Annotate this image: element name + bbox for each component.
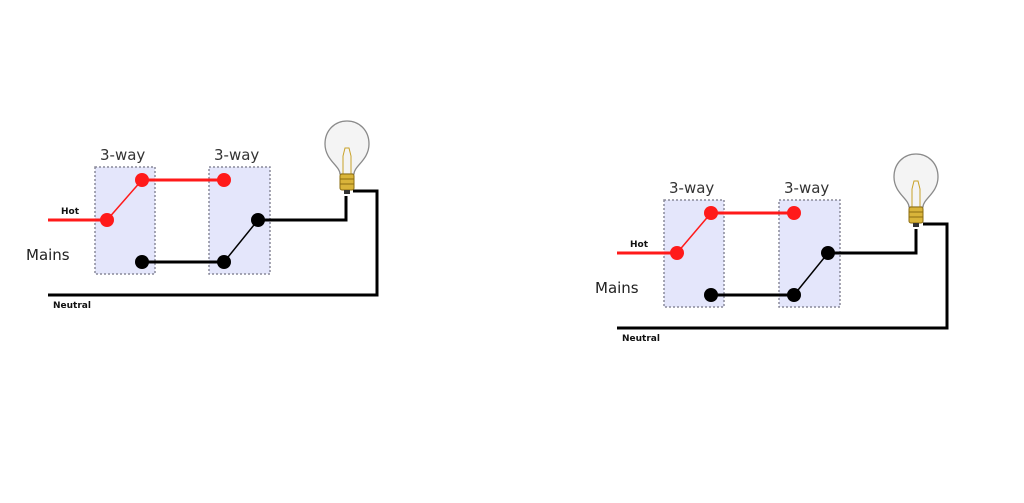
neutral-label: Neutral: [622, 334, 660, 344]
switch-left-lever: [676, 212, 712, 254]
terminal-right-common: [821, 246, 835, 260]
terminal-right-bottom: [217, 255, 231, 269]
terminal-hot-common: [100, 213, 114, 227]
neutral-wire: [617, 222, 949, 330]
mains-label: Mains: [595, 279, 639, 297]
light-bulb-icon: [324, 120, 370, 194]
light-bulb-icon: [893, 153, 939, 227]
switch-right-label: 3-way: [214, 146, 259, 164]
terminal-left-bottom: [704, 288, 718, 302]
terminal-right-top: [787, 206, 801, 220]
neutral-wire: [48, 189, 379, 297]
circuit-diagram-1: 3-way 3-way Hot Mains Neutral: [26, 120, 379, 311]
terminal-left-bottom: [135, 255, 149, 269]
switch-right-lever: [793, 252, 829, 296]
terminal-right-top: [217, 173, 231, 187]
hot-label: Hot: [61, 207, 80, 217]
switch-right-label: 3-way: [784, 179, 829, 197]
terminal-right-common: [251, 213, 265, 227]
terminal-left-top: [704, 206, 718, 220]
switch-left-label: 3-way: [100, 146, 145, 164]
switch-left-label: 3-way: [669, 179, 714, 197]
terminal-right-bottom: [787, 288, 801, 302]
terminal-left-top: [135, 173, 149, 187]
terminal-hot-common: [670, 246, 684, 260]
hot-label: Hot: [630, 240, 649, 250]
load-wire: [828, 229, 918, 255]
switch-left-lever: [106, 179, 143, 221]
neutral-label: Neutral: [53, 301, 91, 311]
switch-right-lever: [223, 219, 259, 263]
load-wire: [258, 196, 348, 222]
circuit-diagram-2: 3-way 3-way Hot Mains Neutral: [595, 153, 949, 344]
mains-label: Mains: [26, 246, 70, 264]
